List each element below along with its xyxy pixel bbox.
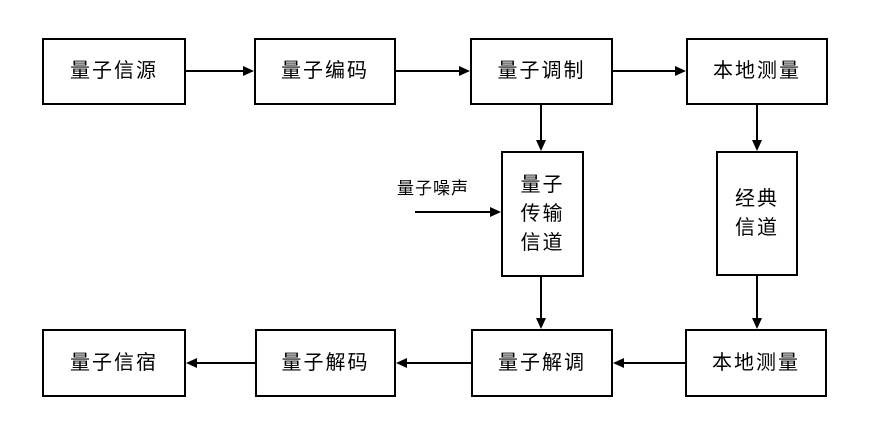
arrow-qchannel-to-demodulation-line — [540, 277, 542, 319]
arrow-modulation-to-qchannel-head — [536, 140, 546, 151]
arrow-decoding-to-sink-line — [197, 362, 255, 364]
arrow-cchannel-to-measurement-head — [752, 318, 762, 329]
node-quantum-source: 量子信源 — [42, 38, 186, 105]
arrow-modulation-to-measurement-head — [675, 66, 686, 76]
node-local-measurement-bottom: 本地测量 — [685, 329, 827, 397]
arrow-encoding-to-modulation-head — [459, 66, 470, 76]
arrow-source-to-encoding-head — [243, 66, 254, 76]
arrow-measurement-to-cchannel-head — [752, 140, 762, 151]
quantum-noise-label: 量子噪声 — [397, 179, 469, 198]
node-quantum-decoding: 量子解码 — [255, 329, 396, 397]
arrow-qchannel-to-demodulation-head — [536, 318, 546, 329]
arrow-decoding-to-sink-head — [186, 358, 197, 368]
arrow-measurement-to-demodulation-line — [624, 362, 685, 364]
arrow-measurement-to-demodulation-head — [613, 358, 624, 368]
arrow-demodulation-to-decoding-line — [407, 362, 471, 364]
arrow-noise-to-qchannel-head — [490, 207, 501, 217]
arrow-encoding-to-modulation-line — [396, 70, 459, 72]
node-quantum-sink: 量子信宿 — [42, 329, 186, 397]
arrow-noise-to-qchannel-line — [415, 211, 491, 213]
arrow-modulation-to-measurement-line — [613, 70, 675, 72]
arrow-cchannel-to-measurement-line — [756, 276, 758, 319]
arrow-source-to-encoding-line — [186, 70, 244, 72]
node-quantum-modulation: 量子调制 — [470, 38, 613, 105]
node-classical-channel: 经典 信道 — [716, 151, 798, 276]
node-quantum-transmission-channel: 量子 传输 信道 — [501, 151, 584, 277]
arrow-modulation-to-qchannel-line — [540, 105, 542, 141]
arrow-measurement-to-cchannel-line — [756, 105, 758, 141]
node-local-measurement-top: 本地测量 — [686, 38, 828, 105]
node-quantum-encoding: 量子编码 — [254, 38, 396, 105]
node-quantum-demodulation: 量子解调 — [471, 329, 613, 397]
arrow-demodulation-to-decoding-head — [396, 358, 407, 368]
